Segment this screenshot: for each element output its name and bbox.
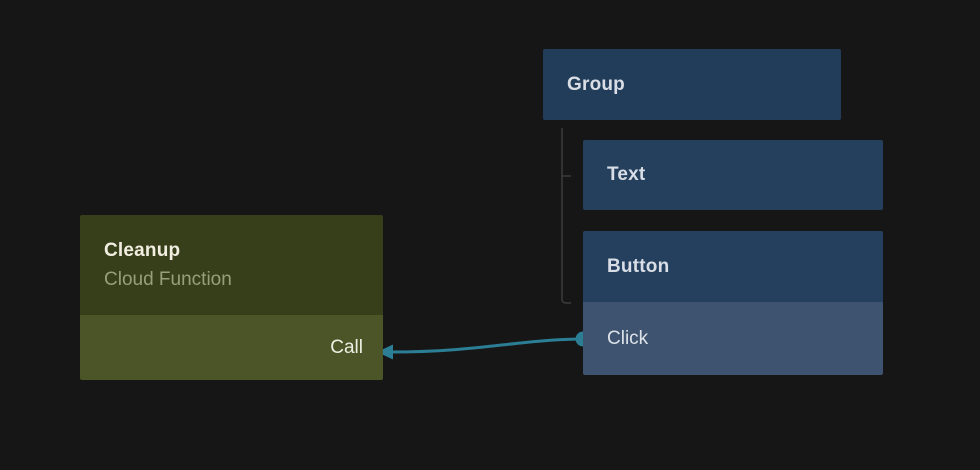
node-header: Cleanup Cloud Function [80,215,383,315]
action-label: Call [330,336,363,358]
node-subtitle: Cloud Function [104,269,232,290]
connection-line-click-to-call[interactable] [390,337,583,354]
event-label: Click [607,327,649,349]
node-group[interactable]: Group [543,49,841,120]
node-label: Button [607,255,670,277]
node-button[interactable]: Button Click [583,231,883,375]
node-header: Text [583,140,883,210]
node-text[interactable]: Text [583,140,883,210]
event-click-row[interactable]: Click [583,302,883,375]
node-cleanup-cloud-function[interactable]: Cleanup Cloud Function Call [80,215,383,380]
node-header: Button [583,231,883,302]
node-title: Cleanup [104,240,181,261]
action-call-row[interactable]: Call [80,315,383,380]
node-header: Group [543,49,841,120]
node-label: Text [607,164,646,185]
tree-connector-line [561,128,571,304]
node-label: Group [567,73,625,95]
